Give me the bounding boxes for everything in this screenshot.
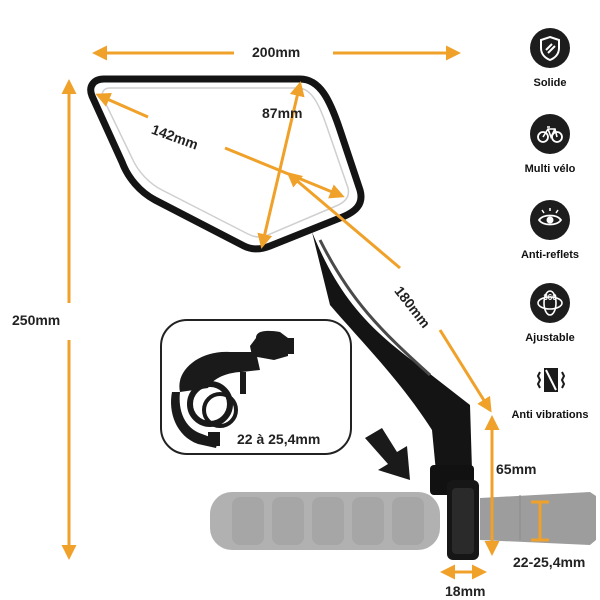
feature-label: Multi vélo <box>524 163 576 175</box>
dimension-lines <box>61 45 549 580</box>
bar-diameter-label: 22-25,4mm <box>513 554 586 570</box>
bicycle-icon <box>530 114 570 154</box>
feature-label: Solide <box>533 77 567 89</box>
feature-multi-velo: Multi vélo <box>510 114 590 176</box>
mirror-glass <box>87 75 365 253</box>
clamp-height-label: 65mm <box>496 461 537 477</box>
clamp-width-label: 18mm <box>445 583 486 599</box>
pointer-arrow <box>365 428 410 480</box>
eye-icon <box>530 200 570 240</box>
inset-label: 22 à 25,4mm <box>237 431 321 447</box>
handlebar-grip <box>210 492 440 550</box>
feature-ajustable: 360 Ajustable <box>510 283 590 345</box>
svg-text:360: 360 <box>543 293 557 302</box>
feature-label: Anti-reflets <box>520 249 580 261</box>
mirror-arm <box>312 232 472 472</box>
feature-solide: Solide <box>510 28 590 90</box>
rotate-360-icon: 360 <box>530 283 570 323</box>
mirror-clamp <box>430 465 479 560</box>
width-label: 200mm <box>252 44 301 60</box>
vibration-icon <box>530 360 570 400</box>
feature-anti-vibrations: Anti vibrations <box>510 360 590 422</box>
shield-icon <box>530 28 570 68</box>
feature-label: Ajustable <box>525 332 575 344</box>
feature-label: Anti vibrations <box>511 409 589 421</box>
depth-label: 87mm <box>262 105 303 121</box>
height-label: 250mm <box>12 312 61 328</box>
handlebar <box>480 492 596 545</box>
feature-anti-reflets: Anti-reflets <box>510 200 590 262</box>
clamp-inset <box>160 319 352 455</box>
